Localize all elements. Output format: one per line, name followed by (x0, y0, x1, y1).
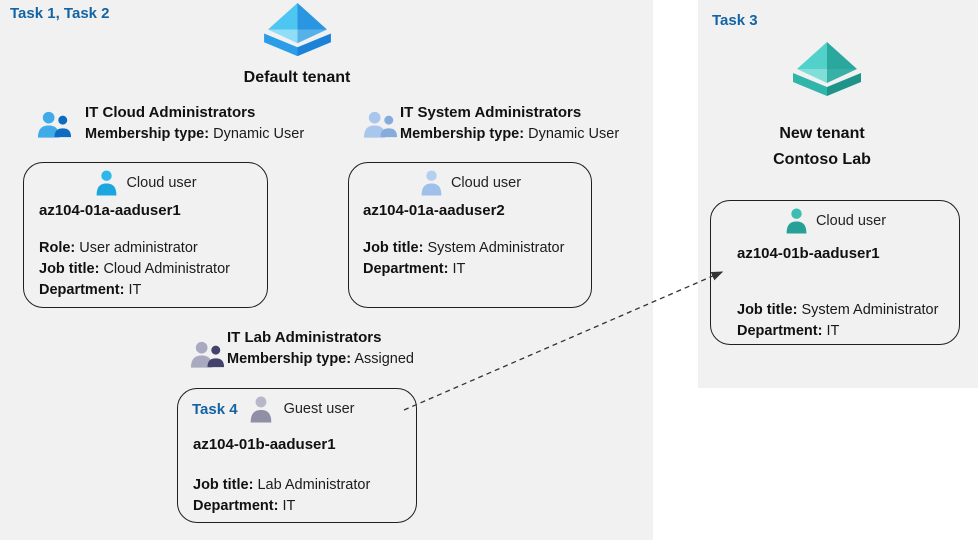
azure-ad-tenant-icon-teal (793, 42, 861, 96)
user-name: az104-01a-aaduser2 (363, 202, 505, 219)
task-3-label: Task 3 (712, 12, 758, 29)
user-card-new-cloud: Cloud user az104-01b-aaduser1 Job title:… (710, 200, 960, 345)
task-1-2-label: Task 1, Task 2 (10, 5, 110, 22)
user-fields: Role: User administrator Job title: Clou… (39, 238, 230, 301)
field-job-title: Job title: System Administrator (363, 240, 565, 256)
field-job-title: Job title: System Administrator (737, 302, 939, 318)
card-header: Cloud user (711, 204, 959, 238)
user-fields: Job title: System Administrator Departme… (737, 300, 938, 342)
user-fields: Job title: System Administrator Departme… (363, 238, 564, 280)
group-name-system-admins: IT System Administrators (400, 104, 582, 121)
field-role: Role: User administrator (39, 240, 198, 256)
field-job-title: Job title: Cloud Administrator (39, 261, 230, 277)
user-type-label: Guest user (283, 401, 355, 417)
user-type-label: Cloud user (450, 175, 522, 191)
group-users-icon-cloud (37, 111, 72, 138)
card-header: Task 4 Guest user (178, 392, 416, 426)
task-4-label: Task 4 (192, 400, 238, 418)
group-membership-lab: Membership type: Assigned (227, 351, 414, 367)
user-name: az104-01b-aaduser1 (737, 245, 880, 262)
card-header: Cloud user (349, 166, 591, 200)
group-membership-cloud: Membership type: Dynamic User (85, 126, 304, 142)
azure-ad-tenant-icon-blue (264, 3, 331, 57)
card-header: Cloud user (24, 166, 267, 200)
user-type-label: Cloud user (815, 213, 887, 229)
user-name: az104-01b-aaduser1 (193, 436, 336, 453)
user-name: az104-01a-aaduser1 (39, 202, 181, 219)
membership-type-value: Dynamic User (213, 126, 305, 142)
user-card-aaduser2: Cloud user az104-01a-aaduser2 Job title:… (348, 162, 592, 308)
field-job-title: Job title: Lab Administrator (193, 477, 371, 493)
membership-type-label: Membership type: (400, 126, 525, 142)
field-department: Department: IT (193, 498, 296, 514)
user-type-label: Cloud user (126, 175, 197, 191)
membership-type-label: Membership type: (85, 126, 210, 142)
group-users-icon-system (363, 111, 398, 138)
field-department: Department: IT (363, 261, 466, 277)
membership-type-value: Dynamic User (528, 126, 620, 142)
user-card-guest: Task 4 Guest user az104-01b-aaduser1 Job… (177, 388, 417, 523)
cloud-user-icon (97, 170, 117, 196)
field-department: Department: IT (39, 282, 142, 298)
new-tenant-title-line1: New tenant (779, 125, 865, 142)
user-fields: Job title: Lab Administrator Department:… (193, 475, 370, 517)
cloud-user-icon (421, 170, 442, 196)
default-tenant-panel (0, 0, 653, 540)
cloud-user-icon (786, 208, 807, 234)
group-name-cloud-admins: IT Cloud Administrators (85, 104, 256, 121)
membership-type-value: Assigned (354, 351, 414, 367)
guest-user-icon (250, 396, 271, 422)
field-department: Department: IT (737, 323, 840, 339)
group-membership-system: Membership type: Dynamic User (400, 126, 619, 142)
group-users-icon-lab (190, 341, 225, 368)
group-name-lab-admins: IT Lab Administrators (227, 329, 382, 346)
new-tenant-title: New tenant Contoso Lab (742, 121, 902, 173)
default-tenant-title: Default tenant (243, 69, 351, 86)
membership-type-label: Membership type: (227, 351, 352, 367)
user-card-aaduser1: Cloud user az104-01a-aaduser1 Role: User… (23, 162, 268, 308)
new-tenant-title-line2: Contoso Lab (773, 151, 871, 168)
